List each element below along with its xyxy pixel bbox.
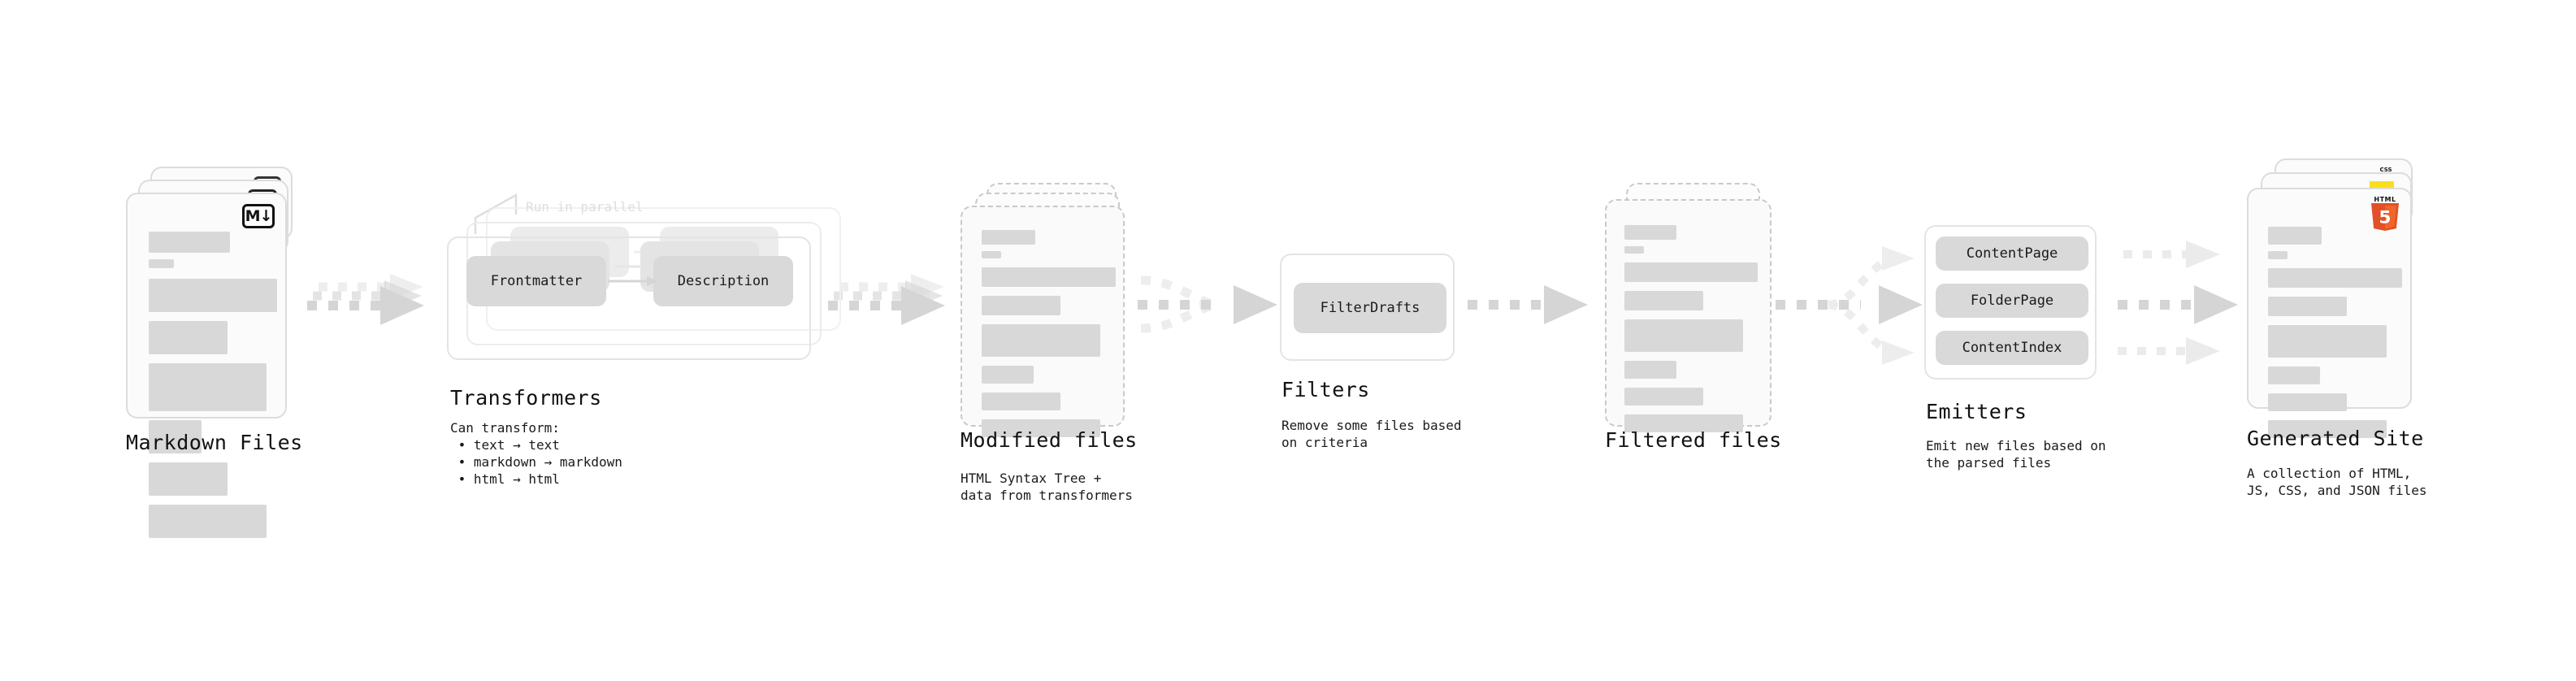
filtered-file-card-front: [1605, 199, 1772, 432]
stage-filtered-files: [1605, 183, 1776, 432]
skeleton-line: [982, 267, 1116, 287]
skeleton-line: [149, 462, 228, 496]
markdown-file-card-front: M↓: [126, 193, 287, 538]
stage-markdown-files: M↓ M↓ M↓: [126, 167, 297, 538]
generated-file-card-html: HTML 5: [2247, 188, 2412, 438]
stage-title-filters: Filters: [1281, 378, 1370, 401]
skeleton-line: [149, 363, 267, 411]
chip-frontmatter[interactable]: Frontmatter: [466, 256, 606, 306]
skeleton-line: [1624, 225, 1676, 240]
markdown-icon: M↓: [242, 204, 275, 228]
skeleton-line: [149, 420, 202, 453]
connector-modified-to-filters: [1138, 275, 1277, 333]
skeleton-line: [1624, 246, 1644, 254]
run-in-parallel-label: Run in parallel: [526, 199, 644, 215]
skeleton-line: [2268, 367, 2320, 384]
skeleton-line: [982, 419, 1100, 437]
skeleton-line: [149, 321, 228, 354]
skeleton-line: [149, 232, 230, 253]
html5-icon: HTML 5: [2370, 196, 2400, 232]
stage-title-generated-site: Generated Site: [2247, 427, 2424, 450]
skeleton-line: [2268, 393, 2347, 411]
stage-modified-files: [961, 183, 1131, 437]
skeleton-line: [982, 230, 1035, 245]
skeleton-line: [1624, 262, 1758, 282]
chip-contentpage[interactable]: ContentPage: [1936, 236, 2088, 271]
chip-arrow-front: [608, 276, 658, 286]
markdown-skeleton-lines: [149, 232, 277, 547]
skeleton-line: [2268, 227, 2322, 245]
skeleton-line: [1624, 388, 1703, 406]
skeleton-line: [982, 324, 1100, 357]
skeleton-line: [2268, 325, 2387, 358]
stage-subtitle-emitters: Emit new files based on the parsed files: [1926, 438, 2106, 471]
filters-group: FilterDrafts: [1280, 254, 1455, 361]
modified-file-card-front: [961, 206, 1125, 437]
skeleton-line: [1624, 291, 1703, 310]
stage-title-modified-files: Modified files: [961, 428, 1138, 452]
stage-subtitle-modified-files: HTML Syntax Tree + data from transformer…: [961, 471, 1133, 503]
skeleton-line: [1624, 319, 1743, 352]
stage-title-markdown-files: Markdown Files: [126, 431, 303, 454]
filtered-file-stack: [1605, 183, 1776, 432]
filtered-skeleton-lines: [1624, 225, 1758, 441]
svg-text:5: 5: [2379, 208, 2391, 228]
emitters-group: ContentPage FolderPage ContentIndex: [1924, 225, 2097, 380]
skeleton-line: [982, 251, 1001, 258]
generated-skeleton-lines: [2268, 227, 2402, 447]
stage-title-emitters: Emitters: [1926, 400, 2027, 423]
chip-description[interactable]: Description: [653, 256, 793, 306]
skeleton-line: [2268, 268, 2402, 288]
stage-title-filtered-files: Filtered files: [1605, 428, 1782, 452]
stage-generated-site: CSS HTML 5: [2247, 158, 2422, 438]
connector-emitters-to-site: [2118, 241, 2238, 365]
skeleton-line: [1624, 361, 1676, 379]
connector-transformers-to-modified: [828, 274, 945, 325]
skeleton-line: [982, 296, 1060, 315]
skeleton-line: [149, 279, 277, 312]
connector-filtered-to-emitters: [1776, 246, 1923, 365]
skeleton-line: [2268, 251, 2288, 259]
connector-md-to-transformers: [307, 274, 424, 325]
skeleton-line: [2268, 420, 2387, 438]
skeleton-line: [2268, 297, 2347, 316]
stage-subtitle-generated-site: A collection of HTML, JS, CSS, and JSON …: [2247, 466, 2427, 498]
generated-site-stack: CSS HTML 5: [2247, 158, 2422, 438]
chip-contentindex[interactable]: ContentIndex: [1936, 331, 2088, 365]
stage-subtitle-filters: Remove some files based on criteria: [1281, 418, 1462, 450]
stage-title-transformers: Transformers: [450, 386, 602, 410]
connector-filters-to-filtered: [1468, 285, 1588, 324]
modified-skeleton-lines: [982, 230, 1116, 446]
markdown-file-stack: M↓ M↓ M↓: [126, 167, 297, 538]
skeleton-line: [1624, 414, 1743, 432]
skeleton-line: [982, 366, 1034, 384]
transformer-group-front: Frontmatter Description: [447, 236, 811, 360]
stage-subtitle-transformers: Can transform: • text → text • markdown …: [450, 420, 622, 487]
chip-folderpage[interactable]: FolderPage: [1936, 284, 2088, 318]
modified-file-stack: [961, 183, 1131, 437]
skeleton-line: [982, 393, 1060, 410]
skeleton-line: [149, 259, 174, 268]
chip-filterdrafts[interactable]: FilterDrafts: [1294, 283, 1446, 333]
skeleton-line: [149, 505, 267, 538]
